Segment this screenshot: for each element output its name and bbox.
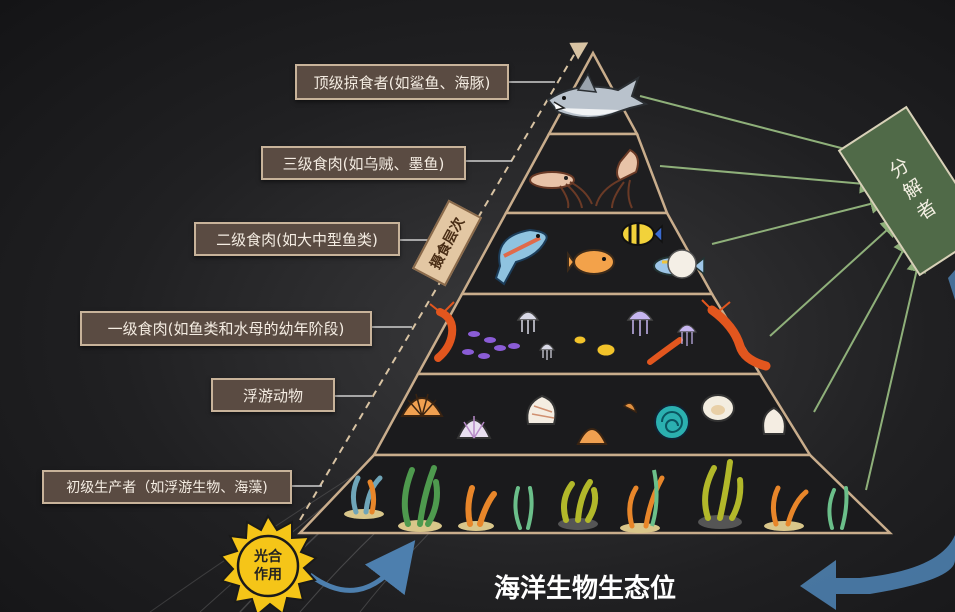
seaweed-icon xyxy=(558,479,599,530)
jellyfish-icon xyxy=(516,311,540,334)
seaweed-icon xyxy=(398,465,442,532)
seaweed-icon xyxy=(698,459,744,529)
seaweed-icon xyxy=(764,485,809,531)
squid-icon xyxy=(595,148,639,209)
shell-icon xyxy=(701,394,735,422)
fish-icon xyxy=(462,331,520,359)
fish-icon xyxy=(567,249,615,275)
seaweed-icon xyxy=(620,469,665,533)
level-label-primary-carnivores: 一级食肉(如鱼类和水母的幼年阶段) xyxy=(80,311,372,346)
level-label-secondary-carnivores: 二级食肉(如大中型鱼类) xyxy=(194,222,400,256)
shell-icon xyxy=(762,406,786,435)
pyramid xyxy=(297,50,894,535)
trophic-dashed-arrow xyxy=(299,42,589,521)
level-label-apex-predators: 顶级掠食者(如鲨鱼、海豚) xyxy=(295,64,509,100)
decomposer-arrows xyxy=(639,95,927,491)
seaweed-icon xyxy=(827,486,849,530)
pyramid-band-2 xyxy=(503,132,669,215)
page-title: 海洋生物生态位 xyxy=(493,574,676,604)
shrimp-icon xyxy=(429,301,457,362)
fish-icon xyxy=(573,335,616,357)
jellyfish-icon xyxy=(676,324,698,346)
fish-icon xyxy=(494,228,548,286)
shrimp-icon xyxy=(701,299,771,371)
shell-icon xyxy=(400,393,444,417)
shell-icon xyxy=(622,402,638,414)
shell-icon xyxy=(456,416,492,439)
shell-icon xyxy=(526,394,557,425)
level-label-zooplankton: 浮游动物 xyxy=(211,378,335,412)
shell-icon xyxy=(654,404,690,440)
cycle-arrow-top-right xyxy=(948,270,955,300)
decomposers-label: 分解者 xyxy=(882,153,943,229)
level-label-primary-producers: 初级生产者（如浮游生物、海藻) xyxy=(42,470,292,504)
seaweed-icon xyxy=(513,486,534,530)
fish-icon xyxy=(621,222,663,246)
shell-icon xyxy=(576,428,608,445)
sun-icon xyxy=(219,513,318,612)
photosynthesis-label: 光合 作用 xyxy=(254,549,282,583)
jellyfish-icon xyxy=(538,343,556,360)
jellyfish-icon xyxy=(626,310,654,336)
squid-icon xyxy=(529,171,593,209)
seaweed-icon xyxy=(344,475,384,519)
shrimp-icon xyxy=(647,337,683,365)
shark-icon xyxy=(546,72,649,119)
level-label-tertiary-carnivores: 三级食肉(如乌贼、墨鱼) xyxy=(261,146,466,180)
seaweed-icon xyxy=(458,485,497,531)
fish-icon xyxy=(667,249,697,279)
cycle-arrow-left xyxy=(308,540,416,596)
cycle-arrow-right xyxy=(800,535,955,610)
